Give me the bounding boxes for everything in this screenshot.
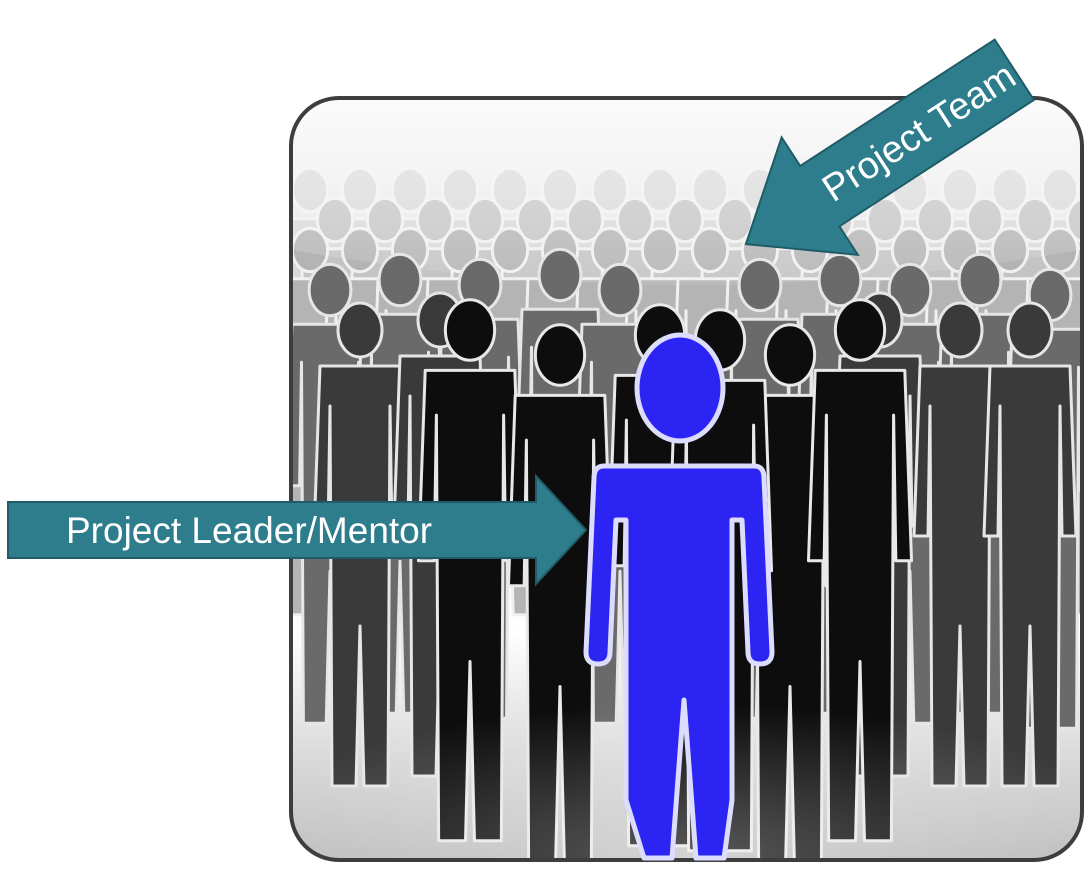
project-leader-callout: Project Leader/Mentor <box>7 473 588 587</box>
leader-figure <box>583 332 775 861</box>
leader-arrow-shape <box>7 473 588 587</box>
leader-body <box>583 463 775 861</box>
leader-label: Project Leader/Mentor <box>66 510 432 551</box>
leader-head <box>634 332 726 444</box>
team-arrow-shape <box>744 38 1036 257</box>
